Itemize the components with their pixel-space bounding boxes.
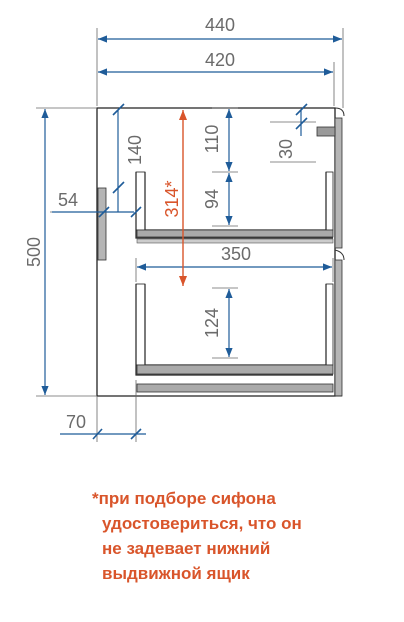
dim-bottom-offset: 70: [66, 412, 86, 432]
dim-handle-offset: 54: [58, 190, 78, 210]
dimension-lines: [41, 35, 342, 435]
note-line-4: выдвижной ящик: [102, 564, 250, 583]
rear-slot: [316, 126, 336, 137]
top-drawer: [135, 171, 334, 244]
dim-height: 500: [24, 237, 44, 267]
cabinet-right-profile: [334, 107, 345, 397]
dim-bottom-drawer-height: 124: [202, 308, 222, 338]
note-line-3: не задевает нижний: [102, 539, 271, 558]
dim-handle-slot: 30: [276, 139, 296, 159]
bottom-drawer: [135, 283, 334, 393]
dim-top-drawer-height: 94: [202, 189, 222, 209]
dim-drawer-inner-width: 350: [221, 244, 251, 264]
dim-top-to-drawer: 140: [125, 135, 145, 165]
tick-marks: [92, 103, 308, 440]
dim-siphon-height: 314*: [162, 180, 182, 217]
extension-lines: [36, 28, 344, 442]
dim-top-gap: 110: [202, 125, 222, 154]
dim-overall-width: 440: [205, 15, 235, 35]
note-line-1: *при подборе сифона: [92, 489, 276, 508]
note-line-2: удостовериться, что он: [102, 514, 302, 533]
dim-body-width: 420: [205, 50, 235, 70]
siphon-note: *при подборе сифона удостовериться, что …: [92, 486, 392, 586]
handle-panel: [97, 187, 107, 261]
